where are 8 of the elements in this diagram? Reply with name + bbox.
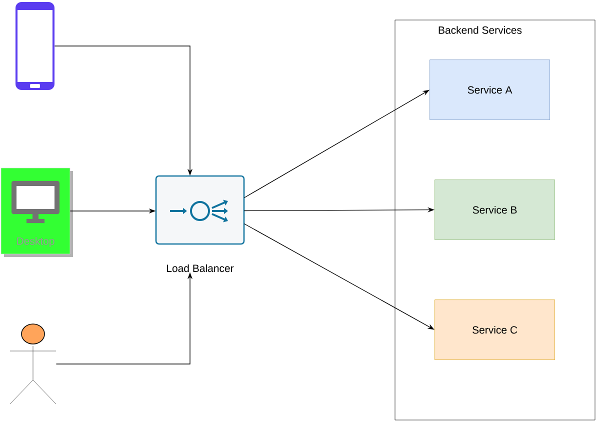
service-box: Service A [430,60,550,120]
load-balancer-box: Load Balancer [155,175,245,272]
phone-drawing [16,2,54,90]
desktop-box: Desktop [0,168,73,257]
service-box: Service C [434,300,555,360]
person-figure [10,324,56,404]
node-label: Load Balancer [167,264,234,272]
service-box: Service B [434,180,555,240]
